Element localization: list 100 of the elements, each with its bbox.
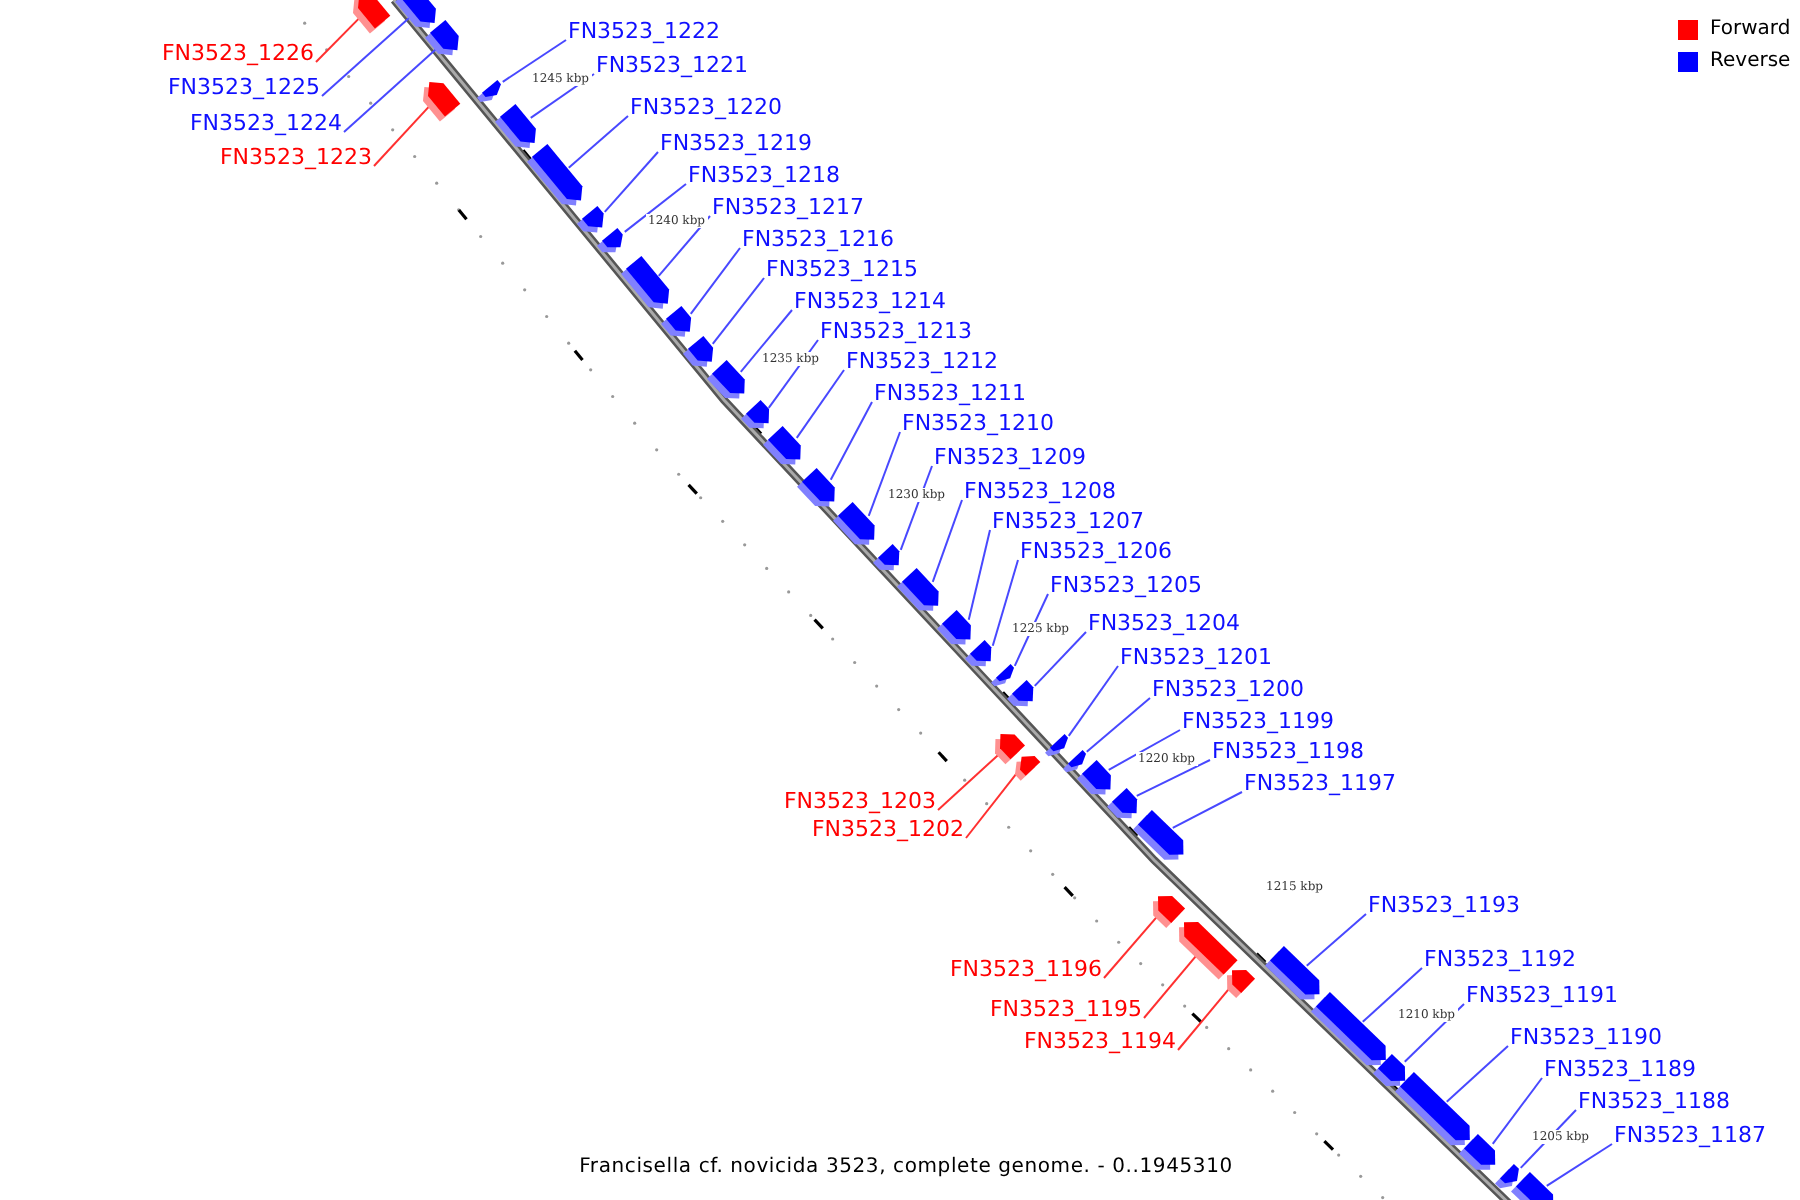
leader-line: [1171, 791, 1243, 829]
gene-label: FN3523_1224: [189, 110, 342, 136]
leader-line: [767, 339, 819, 409]
leader-line: [1085, 697, 1151, 753]
gene-label: FN3523_1215: [766, 256, 919, 282]
leader-line: [899, 465, 933, 551]
gene-feature: [739, 400, 769, 431]
gene-label: FN3523_1189: [1544, 1056, 1697, 1082]
gene-label: FN3523_1204: [1088, 610, 1241, 636]
gene-label: FN3523_1206: [1020, 538, 1173, 564]
gene-label: FN3523_1192: [1424, 946, 1577, 972]
gene-label: FN3523_1200: [1152, 676, 1305, 702]
gene-label: FN3523_1191: [1466, 982, 1619, 1008]
leader-line: [965, 769, 1021, 839]
leader-line: [867, 431, 901, 517]
gene-label: FN3523_1221: [596, 52, 749, 78]
gene-feature: [1043, 733, 1068, 757]
gene-label: FN3523_1214: [794, 288, 947, 314]
gene-label: FN3523_1197: [1244, 770, 1397, 796]
gene-label: FN3523_1222: [568, 18, 721, 44]
gene-feature: [1225, 969, 1255, 999]
gene-label: FN3523_1194: [1023, 1028, 1176, 1054]
gene-feature: [1006, 680, 1034, 708]
gene-label: FN3523_1198: [1212, 738, 1365, 764]
leader-line: [1545, 1143, 1613, 1187]
leader-line: [315, 15, 363, 63]
leader-line: [567, 115, 629, 169]
gene-feature: [832, 501, 875, 546]
leader-line: [991, 559, 1019, 647]
gene-feature: [494, 103, 537, 149]
gene-feature: [351, 0, 390, 35]
leader-line: [501, 39, 567, 83]
gene-label: FN3523_1203: [783, 788, 936, 814]
gene-feature: [994, 734, 1026, 766]
gene-feature: [706, 359, 745, 400]
leader-line: [343, 45, 441, 133]
gene-feature: [421, 81, 460, 123]
gene-feature: [619, 256, 669, 311]
gene-label: FN3523_1225: [167, 74, 320, 100]
gene-feature: [896, 567, 939, 612]
gene-label: FN3523_1202: [811, 816, 964, 842]
gene-label: FN3523_1201: [1120, 644, 1273, 670]
leader-line: [711, 277, 765, 345]
gene-feature: [936, 609, 971, 646]
leader-line: [1491, 1077, 1543, 1145]
leader-line: [1305, 913, 1367, 967]
legend-label: Forward: [1710, 18, 1791, 42]
gene-feature: [596, 227, 624, 253]
gene-label: FN3523_1219: [660, 130, 813, 156]
gene-feature: [1151, 896, 1186, 929]
gene-feature: [1061, 749, 1086, 773]
leader-line: [937, 751, 1003, 811]
gene-label: FN3523_1187: [1614, 1122, 1767, 1148]
gene-feature: [1014, 755, 1041, 781]
gene-feature: [872, 544, 900, 572]
gene-feature: [1458, 1133, 1497, 1170]
gene-feature: [576, 206, 604, 234]
gene-label: FN3523_1188: [1578, 1088, 1731, 1114]
gene-feature: [1393, 1072, 1470, 1147]
gene-feature: [762, 425, 801, 466]
gene-label: FN3523_1212: [846, 348, 999, 374]
gene-label: FN3523_1193: [1368, 892, 1521, 918]
leader-line: [1361, 967, 1423, 1023]
gene-label: FN3523_1205: [1050, 572, 1203, 598]
gene-label: FN3523_1210: [902, 410, 1055, 436]
gene-feature: [796, 467, 835, 508]
gene-feature: [424, 19, 460, 56]
gene-feature: [1131, 810, 1184, 861]
gene-label: FN3523_1223: [219, 144, 372, 170]
leader-line: [931, 499, 963, 583]
leader-line: [1067, 665, 1119, 737]
leader-line: [1177, 985, 1233, 1051]
gene-feature: [964, 640, 992, 668]
gene-feature: [525, 144, 582, 207]
leader-line: [1445, 1045, 1509, 1103]
gene-feature: [1372, 1053, 1407, 1086]
gene-feature: [660, 305, 692, 338]
leader-line: [795, 369, 845, 439]
gene-feature: [989, 663, 1014, 687]
leader-line: [1103, 913, 1161, 979]
gene-label: FN3523_1211: [874, 380, 1027, 406]
leader-line: [657, 215, 711, 277]
gene-label: FN3523_1190: [1510, 1024, 1663, 1050]
gene-feature: [682, 335, 714, 368]
leader-line: [689, 247, 741, 315]
leader-line: [623, 183, 687, 233]
gene-label: FN3523_1213: [820, 318, 973, 344]
gene-feature: [1309, 992, 1386, 1067]
gene-feature: [476, 79, 502, 103]
leader-line: [739, 309, 793, 373]
leader-line: [1403, 1003, 1465, 1063]
leader-line: [321, 13, 415, 97]
leader-line: [1033, 631, 1087, 687]
legend-label: Reverse: [1710, 50, 1791, 74]
gene-label: FN3523_1199: [1182, 708, 1335, 734]
gene-label: FN3523_1216: [742, 226, 895, 252]
gene-label: FN3523_1217: [712, 194, 865, 220]
gene-feature: [1178, 921, 1239, 980]
gene-label: FN3523_1226: [161, 40, 314, 66]
leader-line: [373, 103, 433, 167]
